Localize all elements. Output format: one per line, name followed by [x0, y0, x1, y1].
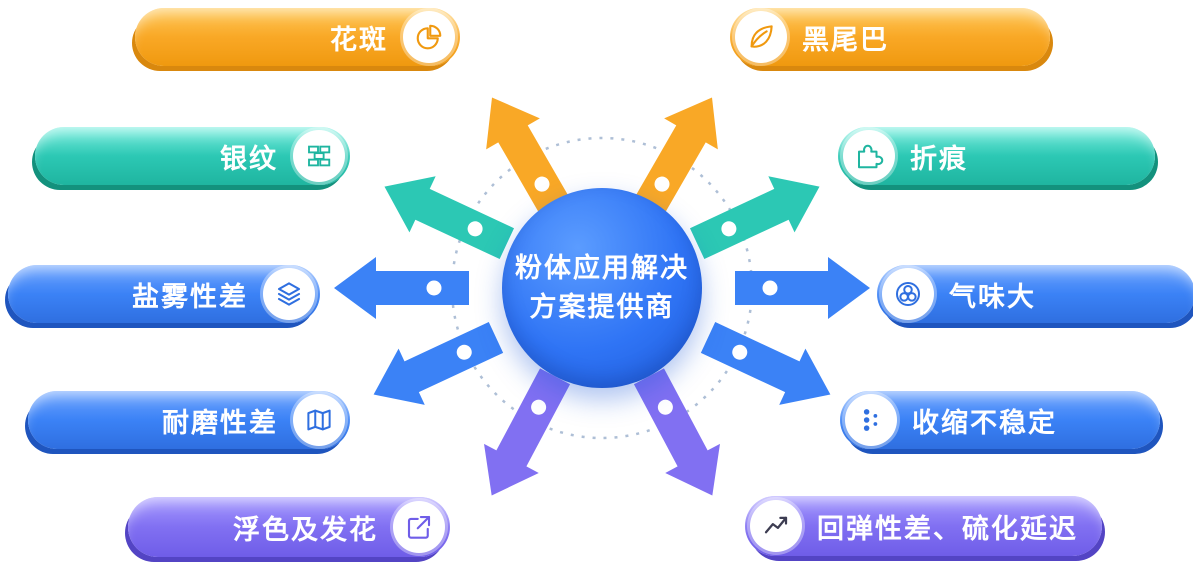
pill-huitan: 回弹性差、硫化延迟	[745, 496, 1102, 556]
pill-yanwu: 盐雾性差	[8, 265, 320, 323]
arrow-yanwu	[334, 257, 469, 319]
center-title-circle: 粉体应用解决 方案提供商	[502, 188, 702, 388]
pill-label: 黑尾巴	[802, 24, 889, 56]
trend-line-icon	[750, 500, 802, 552]
pill-zhehen: 折痕	[838, 127, 1155, 185]
layers-icon	[263, 268, 315, 320]
pill-fuse: 浮色及发花	[128, 497, 450, 557]
arrow-naimo	[360, 309, 510, 423]
puzzle-icon	[843, 130, 895, 182]
center-title-line1: 粉体应用解决	[515, 253, 689, 284]
pie-chart-icon	[403, 11, 455, 63]
arrow-yinwen	[371, 158, 520, 272]
pill-heiweiba: 黑尾巴	[730, 8, 1050, 66]
pill-qiwei: 气味大	[877, 265, 1193, 323]
pill-label: 盐雾性差	[132, 281, 248, 313]
leaf-icon	[735, 11, 787, 63]
arrow-fuse	[464, 361, 583, 511]
arrow-shousuo	[694, 309, 844, 423]
pill-label: 浮色及发花	[233, 514, 378, 546]
pill-label: 回弹性差、硫化延迟	[817, 513, 1078, 545]
bricks-icon	[293, 130, 345, 182]
map-icon	[293, 394, 345, 446]
pill-label: 银纹	[220, 143, 278, 175]
dots-icon	[845, 394, 897, 446]
pill-label: 气味大	[949, 281, 1036, 313]
pill-label: 耐磨性差	[162, 407, 278, 439]
pill-yinwen: 银纹	[35, 127, 350, 185]
pill-naimo: 耐磨性差	[28, 391, 350, 449]
arrow-qiwei	[735, 257, 870, 319]
pill-shousuo: 收缩不稳定	[840, 391, 1160, 449]
center-title-line2: 方案提供商	[529, 292, 675, 323]
pill-huaban: 花斑	[135, 8, 460, 66]
arrow-zhehen	[684, 158, 833, 272]
pill-label: 花斑	[330, 24, 388, 56]
arrow-up-right-icon	[393, 501, 445, 553]
bubbles-icon	[882, 268, 934, 320]
arrow-huitan	[621, 361, 740, 511]
pill-label: 折痕	[910, 143, 968, 175]
pill-label: 收缩不稳定	[912, 407, 1057, 439]
